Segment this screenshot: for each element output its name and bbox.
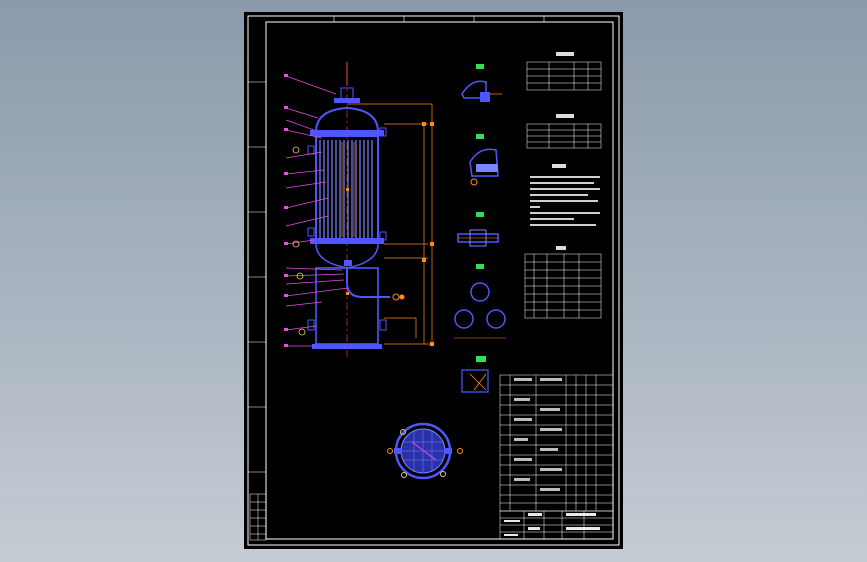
leader-endmarks [284,74,288,347]
design-data-title [556,52,574,56]
drawing-canvas [247,15,620,546]
outlet-pipe [346,268,390,298]
title-block [499,510,614,540]
drawing-sheet [244,12,623,549]
detail-label-5 [476,356,486,362]
outer-frame [247,15,620,546]
tubesheet-grid [402,430,444,472]
revision-block [249,493,267,541]
section-balloons [292,146,306,336]
detail-4-tube-b [454,309,474,329]
nozzle-left-upper [307,145,315,155]
nozzle-table-title [556,114,574,118]
detail-label-1 [476,64,484,69]
bill-of-materials [499,374,614,512]
dimension-ticks [346,122,434,346]
lower-body-flange [310,238,384,244]
tech-notes-title [552,164,566,168]
zone-ticks [248,16,545,473]
vessel-elevation-view [307,62,400,357]
detail-4-tube-c [486,309,506,329]
nozzle-right-upper [379,127,387,137]
parts-list-title [556,246,566,250]
detail-label-3 [476,212,484,217]
nozzle-callout-dot [399,294,405,300]
tubesheet-plan-view [387,422,463,480]
skirt-opening-right [379,319,387,331]
nozzle-left-lower [307,227,315,237]
detail-5-frame [461,369,489,393]
upper-body-flange [310,130,384,136]
skirt-opening-left [307,319,315,331]
nozzle-right-lower [379,231,387,241]
parts-list-table [524,253,602,319]
nozzle-table [526,123,602,149]
top-flange [334,98,360,103]
detail-views [454,64,506,393]
outlet-nozzle-mark [392,293,400,301]
detail-2-plate [476,164,498,172]
title-block-text [504,513,600,536]
base-ring [312,344,382,349]
detail-label-2 [476,134,484,139]
inner-frame [265,21,614,540]
tech-notes-text [530,176,600,226]
bom-text [514,378,562,491]
detail-4-tube-a [470,282,490,302]
dimension-lines [341,103,434,345]
detail-label-4 [476,264,484,269]
part-leaders [285,75,349,347]
drain-nozzle [344,260,352,266]
top-head [315,106,379,133]
detail-1-flange [480,92,490,102]
design-data-table [526,61,602,91]
